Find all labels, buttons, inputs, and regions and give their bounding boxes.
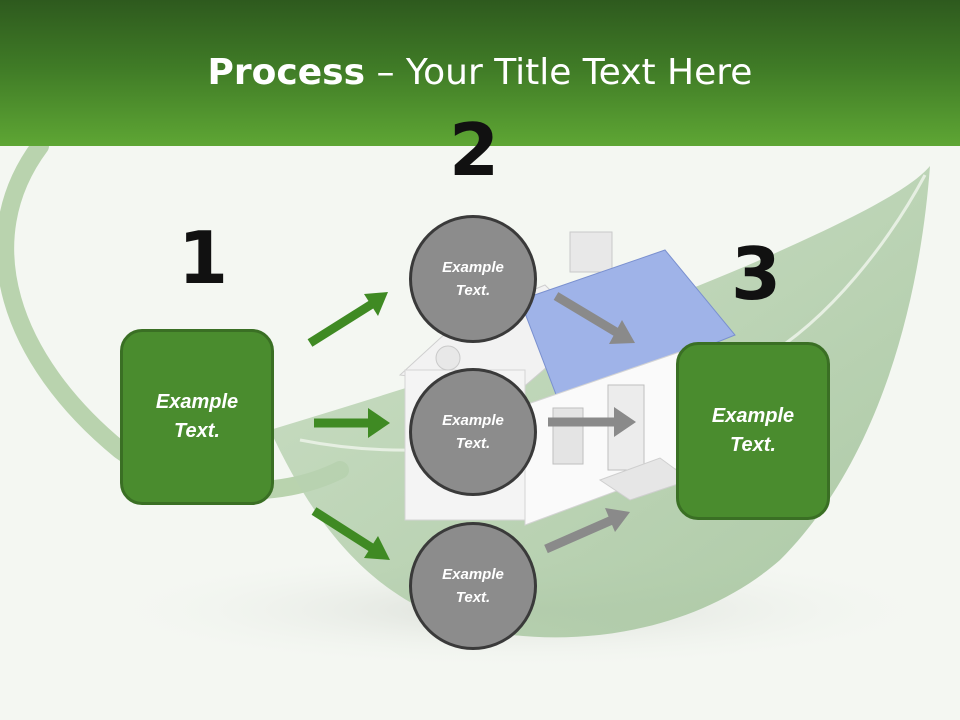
step-number-2: 2 bbox=[449, 108, 500, 192]
title-rest: – Your Title Text Here bbox=[365, 52, 753, 93]
slide-title: Process – Your Title Text Here bbox=[0, 52, 960, 93]
green-arrow-down bbox=[311, 507, 390, 560]
step-1-box: Example Text. bbox=[120, 329, 274, 505]
gray-arrow-down bbox=[553, 292, 635, 344]
green-arrow-up bbox=[307, 292, 388, 347]
title-bar bbox=[0, 0, 960, 146]
step-3-box: Example Text. bbox=[676, 342, 830, 520]
gray-arrow-right bbox=[548, 407, 636, 437]
step-2-circle-1: Example Text. bbox=[409, 215, 537, 343]
step-2-circle-3-text: Example Text. bbox=[442, 566, 504, 606]
step-2-circle-2-text: Example Text. bbox=[442, 412, 504, 452]
title-bold: Process bbox=[207, 52, 366, 93]
gray-arrow-up bbox=[544, 508, 630, 554]
step-number-3: 3 bbox=[731, 232, 782, 316]
step-2-circle-1-text: Example Text. bbox=[442, 259, 504, 299]
step-2-circle-2: Example Text. bbox=[409, 368, 537, 496]
step-2-circle-3: Example Text. bbox=[409, 522, 537, 650]
step-3-text: Example Text. bbox=[711, 405, 795, 456]
step-1-text: Example Text. bbox=[155, 391, 239, 442]
green-arrow-right bbox=[314, 408, 390, 438]
step-number-1: 1 bbox=[178, 216, 229, 300]
